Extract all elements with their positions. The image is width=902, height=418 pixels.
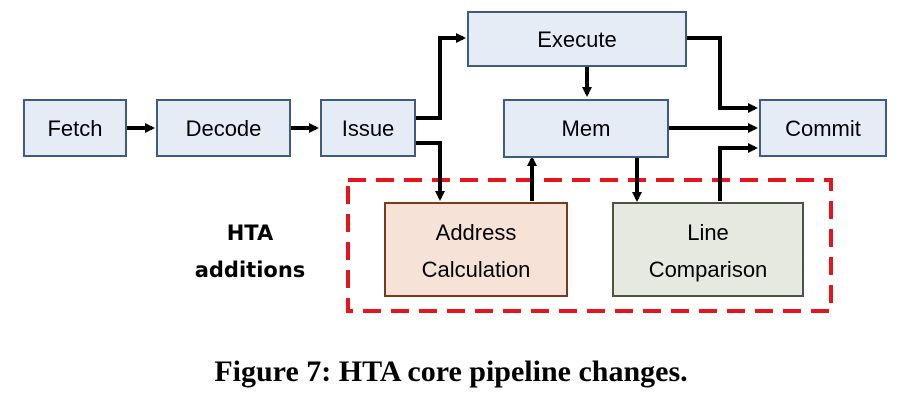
figure-caption: Figure 7: HTA core pipeline changes. [214, 355, 688, 388]
stage-commit-label: Commit [785, 116, 861, 141]
stage-execute-label: Execute [537, 27, 617, 52]
stage-decode-label: Decode [186, 116, 262, 141]
arrow-issue-address [415, 141, 445, 201]
line-comparison-label-line2: Comparison [649, 257, 768, 282]
stage-execute: Execute [467, 11, 687, 67]
hta-label-line2: additions [195, 258, 306, 282]
stage-mem: Mem [503, 99, 669, 158]
arrow-execute-commit [686, 36, 758, 113]
stage-issue-label: Issue [342, 116, 395, 141]
stage-fetch: Fetch [23, 99, 127, 157]
stage-fetch-label: Fetch [47, 116, 102, 141]
arrow-issue-execute [415, 33, 466, 120]
stage-commit: Commit [759, 99, 887, 157]
arrow-line-commit [718, 143, 758, 201]
stage-decode: Decode [156, 99, 291, 157]
address-calculation-label-line2: Calculation [422, 257, 531, 282]
line-comparison-label-line1: Line [687, 220, 729, 245]
line-comparison-box: Line Comparison [612, 202, 804, 297]
stage-issue: Issue [320, 99, 416, 157]
address-calculation-label-line1: Address [436, 220, 517, 245]
stage-mem-label: Mem [562, 116, 611, 141]
hta-label-line1: HTA [227, 221, 274, 245]
address-calculation-box: Address Calculation [384, 202, 568, 297]
hta-additions-region [346, 178, 833, 313]
arrows [126, 33, 758, 202]
pipeline-diagram: Fetch Decode Issue Execute Mem Commit Ad… [23, 11, 887, 313]
